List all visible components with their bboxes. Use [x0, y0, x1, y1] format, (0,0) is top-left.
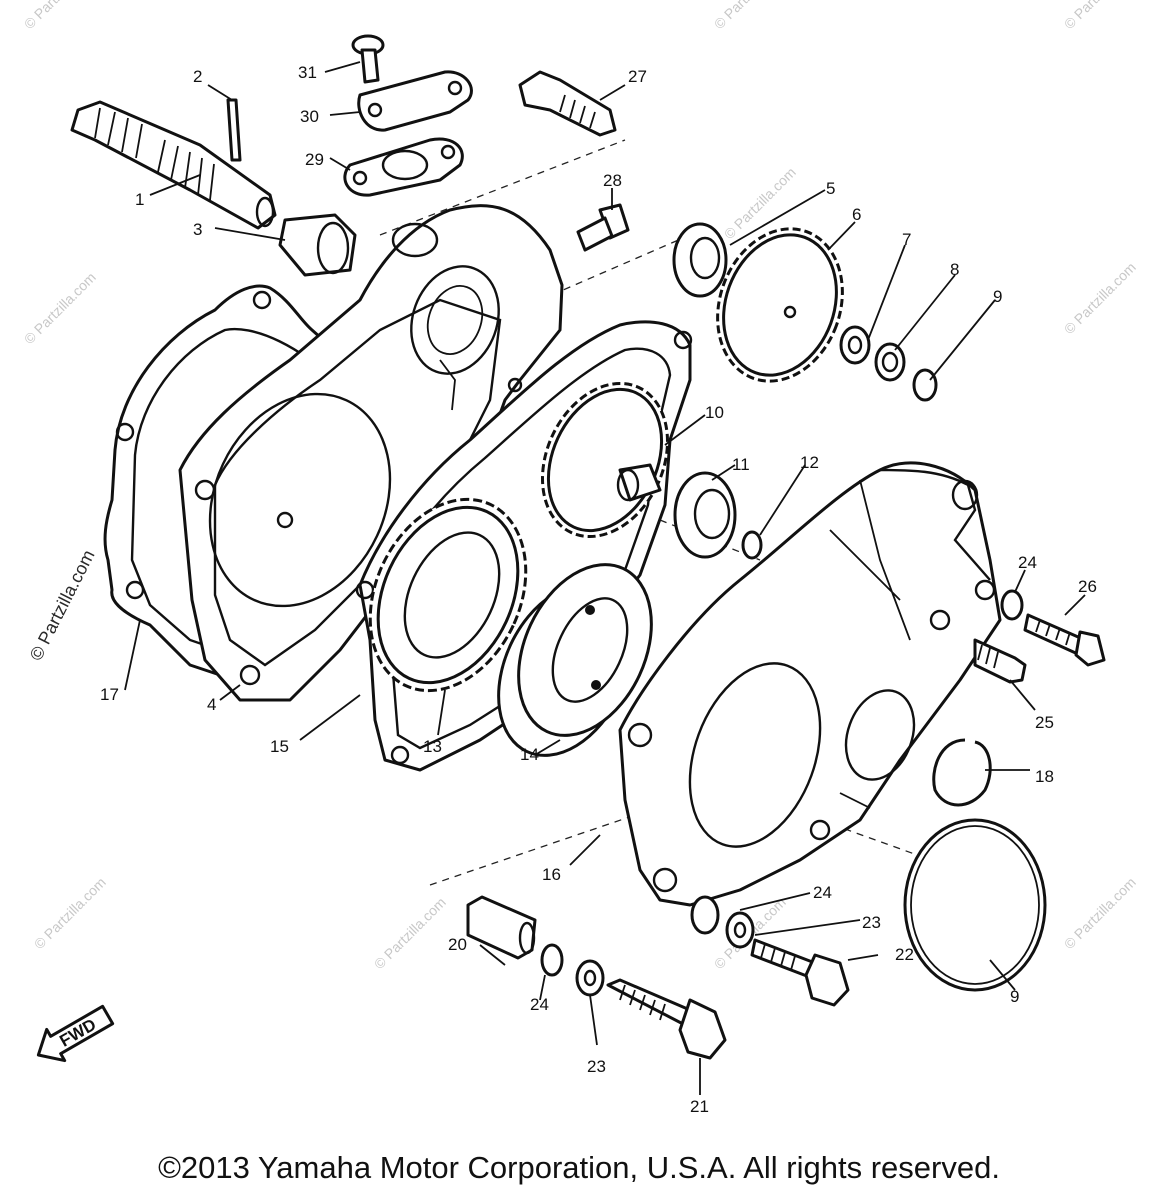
label-28: 28	[603, 171, 622, 190]
o-ring-9	[903, 818, 1047, 992]
bushing-3	[278, 213, 357, 277]
washer-7	[839, 325, 871, 365]
label-24: 24	[813, 883, 832, 902]
bolt-31	[351, 34, 385, 84]
bolt-26	[1023, 613, 1106, 667]
bolt-22	[750, 938, 850, 1007]
plate-30	[357, 70, 473, 132]
gear-ring-13	[368, 497, 528, 693]
gasket-29	[343, 137, 464, 197]
pin-2	[226, 98, 242, 162]
bolt-25	[973, 638, 1027, 684]
label-24: 24	[1018, 553, 1037, 572]
label-16: 16	[542, 865, 561, 884]
label-29: 29	[305, 150, 324, 169]
label-13: 13	[423, 737, 442, 756]
label-9: 9	[993, 287, 1002, 306]
clip-12	[741, 530, 763, 560]
watermark: © Partzilla.com	[21, 269, 99, 347]
label-2: 2	[193, 67, 202, 86]
watermark: © Partzilla.com	[1061, 259, 1139, 337]
clip-9	[912, 368, 938, 402]
label-27: 27	[628, 67, 647, 86]
watermark: © Partzilla.com	[1061, 874, 1139, 952]
dowel-20	[466, 895, 537, 960]
label-20: 20	[448, 935, 467, 954]
label-9: 9	[1010, 987, 1019, 1006]
washer-24	[1000, 589, 1024, 621]
washer-8	[874, 342, 906, 382]
damper-14	[497, 563, 653, 757]
gear-10	[541, 381, 669, 539]
label-14: 14	[520, 745, 539, 764]
label-11: 11	[732, 455, 750, 474]
fwd-arrow: FWD	[36, 1004, 115, 1063]
label-1: 1	[135, 190, 144, 209]
label-17: 17	[100, 685, 119, 704]
label-22: 22	[895, 945, 914, 964]
watermark-side: © Partzilla.com	[26, 547, 99, 664]
copyright-notice: ©2013 Yamaha Motor Corporation, U.S.A. A…	[158, 1150, 1000, 1185]
watermark: © Partzilla.com	[31, 874, 109, 952]
label-25: 25	[1035, 713, 1054, 732]
watermark: © Partzilla.com	[371, 894, 449, 972]
label-10: 10	[705, 403, 724, 422]
label-18: 18	[1035, 767, 1054, 786]
label-4: 4	[207, 695, 216, 714]
part-labels: 1 2 3 4 5 6 7 8 9 9 10 11 12 13 14 15 16…	[100, 63, 1097, 1116]
washer-24	[540, 943, 564, 977]
label-15: 15	[270, 737, 289, 756]
washer-24	[690, 895, 720, 935]
label-24: 24	[530, 995, 549, 1014]
label-8: 8	[950, 260, 959, 279]
label-31: 31	[298, 63, 317, 82]
label-23: 23	[862, 913, 881, 932]
label-12: 12	[800, 453, 819, 472]
watermark: © Partzilla.com	[1061, 0, 1139, 32]
label-3: 3	[193, 220, 202, 239]
label-6: 6	[852, 205, 861, 224]
bearing-5	[672, 222, 728, 298]
bolt-21	[606, 978, 727, 1060]
gear-6	[716, 227, 844, 383]
label-21: 21	[690, 1097, 709, 1116]
leader-lines	[124, 61, 1086, 1095]
washer-23	[575, 959, 605, 997]
label-5: 5	[826, 179, 835, 198]
circlip-18	[932, 738, 992, 807]
screw-28	[576, 203, 630, 252]
label-26: 26	[1078, 577, 1097, 596]
bolt-27	[518, 70, 617, 137]
watermark: © Partzilla.com	[21, 0, 99, 32]
label-30: 30	[300, 107, 319, 126]
label-23: 23	[587, 1057, 606, 1076]
bearing-11	[673, 471, 737, 559]
watermark: © Partzilla.com	[711, 0, 789, 32]
label-7: 7	[902, 230, 911, 249]
washer-23	[725, 911, 755, 949]
gear-case-4	[178, 204, 564, 702]
worm-shaft-1	[70, 100, 277, 230]
